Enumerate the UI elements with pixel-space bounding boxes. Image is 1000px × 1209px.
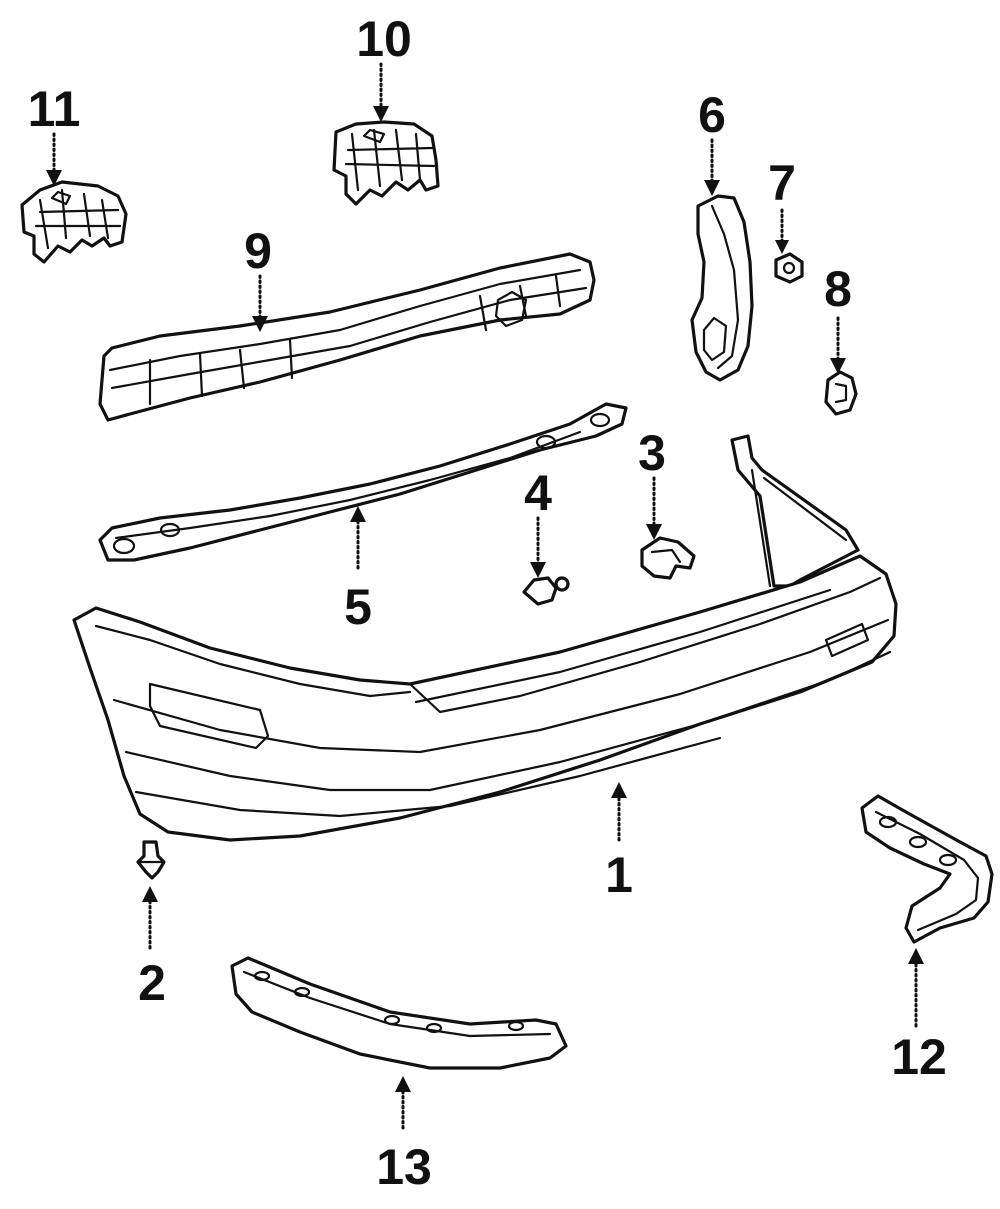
callout-11: 11 xyxy=(28,81,81,137)
part-3-bracket[interactable] xyxy=(640,536,696,580)
part-4-retainer[interactable] xyxy=(522,576,570,606)
callout-13: 13 xyxy=(376,1139,432,1195)
leader-12 xyxy=(908,948,924,1028)
part-9-reinforcement[interactable] xyxy=(98,252,596,422)
callout-4: 4 xyxy=(524,465,552,521)
callout-3: 3 xyxy=(638,425,666,481)
part-1-bumper-cover[interactable] xyxy=(72,434,898,842)
leader-11 xyxy=(46,132,62,186)
part-13-lower-molding[interactable] xyxy=(230,956,568,1070)
callout-7: 7 xyxy=(768,155,796,211)
part-5-absorber[interactable] xyxy=(98,402,628,562)
part-11-bracket[interactable] xyxy=(20,180,128,264)
leader-4 xyxy=(530,516,546,578)
part-10-bracket[interactable] xyxy=(332,120,440,206)
callout-12: 12 xyxy=(891,1029,947,1085)
callout-1: 1 xyxy=(605,847,633,903)
leader-10 xyxy=(373,62,389,122)
part-12-end-molding[interactable] xyxy=(860,794,994,944)
leader-7 xyxy=(775,208,789,254)
part-7-nut[interactable] xyxy=(774,252,804,284)
leader-3 xyxy=(646,476,662,540)
leader-8 xyxy=(830,316,846,374)
leader-1 xyxy=(611,782,627,842)
leader-5 xyxy=(350,506,366,570)
callout-2: 2 xyxy=(138,955,166,1011)
callout-9: 9 xyxy=(244,223,272,279)
callout-5: 5 xyxy=(344,579,372,635)
leader-2 xyxy=(142,886,158,950)
part-6-side-bracket[interactable] xyxy=(690,194,754,382)
leader-6 xyxy=(704,138,720,196)
leader-13 xyxy=(395,1076,411,1130)
part-2-push-pin[interactable] xyxy=(136,840,166,880)
part-8-clip[interactable] xyxy=(824,370,858,416)
callout-10: 10 xyxy=(356,11,412,67)
leader-9 xyxy=(252,274,268,332)
callout-8: 8 xyxy=(824,261,852,317)
callout-6: 6 xyxy=(698,87,726,143)
